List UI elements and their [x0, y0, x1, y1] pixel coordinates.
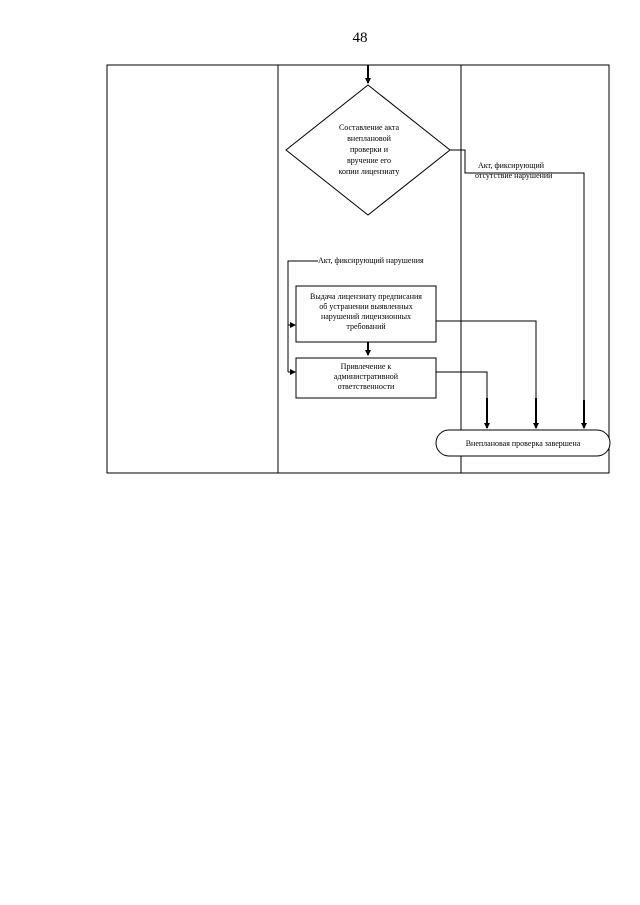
connector-order-to-terminal	[436, 320, 537, 400]
process-order-line-2: об устранении выявленных	[319, 302, 412, 311]
branch-violations-label: Акт, фиксирующий нарушения	[318, 256, 424, 265]
decision-line-2: внеплановой	[347, 134, 391, 143]
terminal-label: Внеплановая проверка завершена	[466, 439, 581, 448]
decision-line-4: вручение его	[347, 156, 391, 165]
connector-no-violations	[450, 149, 585, 424]
process-liability-line-3: ответственности	[338, 382, 395, 391]
swimlane-frame	[106, 64, 610, 474]
branch-no-violations-line-2: отсутствие нарушений	[475, 171, 553, 180]
process-liability-line-2: административной	[334, 372, 399, 381]
process-order-box	[295, 285, 437, 343]
process-order: Выдача лицензиату предписания об устране…	[295, 285, 437, 343]
page-number: 48	[352, 30, 368, 46]
decision-line-3: проверки и	[350, 145, 389, 154]
process-order-line-3: нарушений лицензионных	[321, 312, 411, 321]
branch-no-violations-line-1: Акт, фиксирующий	[478, 161, 545, 170]
branch-no-violations: Акт, фиксирующий отсутствие нарушений	[450, 149, 587, 429]
process-liability: Привлечение к административной ответстве…	[295, 357, 437, 399]
decision-node: Составление акта внеплановой проверки и …	[285, 84, 451, 216]
connector-liability-to-terminal	[436, 371, 488, 400]
process-order-line-1: Выдача лицензиату предписания	[310, 292, 422, 301]
process-order-line-4: требований	[346, 322, 386, 331]
branch-violations: Акт, фиксирующий нарушения	[287, 256, 424, 375]
process-liability-line-1: Привлечение к	[341, 362, 392, 371]
connector-violations	[287, 260, 318, 372]
swimlane-border	[106, 64, 610, 474]
terminal-node: Внеплановая проверка завершена	[435, 429, 611, 457]
connectors-to-terminal	[436, 320, 537, 400]
terminal-shape	[435, 429, 611, 457]
decision-line-5: копии лицензиату	[339, 167, 400, 176]
decision-line-1: Составление акта	[339, 123, 399, 132]
process-liability-box	[295, 357, 437, 399]
decision-diamond	[285, 84, 451, 216]
